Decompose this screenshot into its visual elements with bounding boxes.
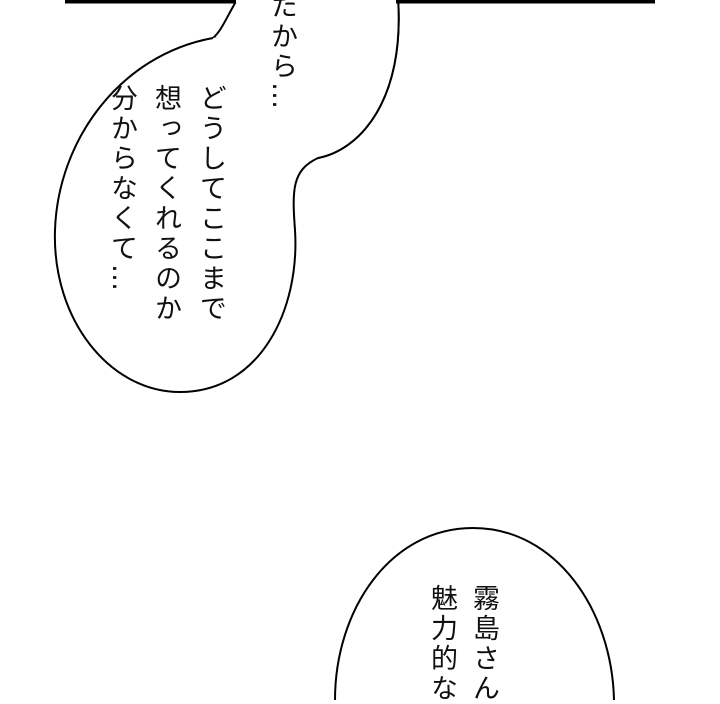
bubble-left-line-2: 想ってくれるのか xyxy=(150,84,181,324)
bubble-left-line-1: どうしてここまで xyxy=(195,84,226,324)
speech-bubble-bottom xyxy=(334,526,615,700)
speech-bubble-left xyxy=(53,0,400,394)
bubble-top-line-1: たから… xyxy=(266,0,297,112)
bubble-bottom-line-1: 霧島さん xyxy=(468,584,499,704)
bubble-left-line-3: 分からなくて… xyxy=(106,84,137,294)
bubble-bottom-line-2: 魅力的な xyxy=(426,584,457,704)
